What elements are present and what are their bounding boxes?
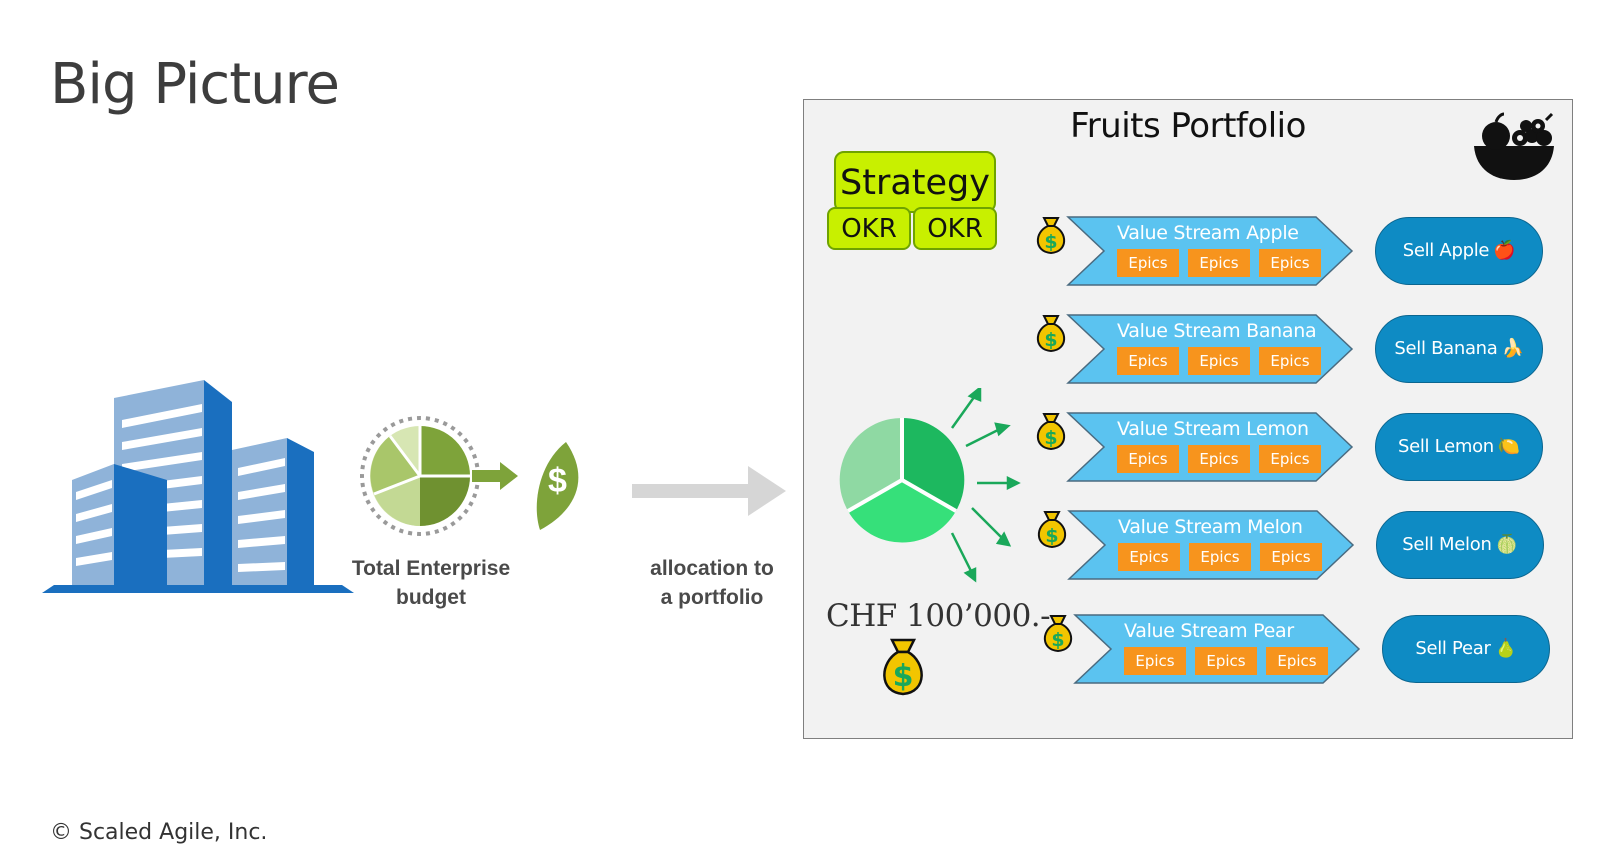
svg-text:$: $ [1051,629,1064,651]
epic-box-1: Epics [1117,347,1179,375]
sell-label: Sell Apple [1402,240,1490,261]
banana-icon: 🍌 [1501,338,1524,359]
okr-box-2: OKR [913,207,997,250]
epic-box-2: Epics [1188,347,1250,375]
allocation-caption: allocation to a portfolio [617,554,807,612]
sell-label: Sell Melon [1402,534,1492,555]
value-stream-title: Value Stream Apple [1117,222,1299,244]
sell-label: Sell Lemon [1397,436,1494,457]
budget-caption: Total Enterprise budget [331,554,531,612]
svg-text:$: $ [893,659,914,694]
dollar-leaf-icon [536,442,579,530]
epic-box-2: Epics [1189,543,1251,571]
epic-box-1: Epics [1117,249,1179,277]
portfolio-budget-amount: CHF 100’000.- [826,598,1051,634]
value-stream-title: Value Stream Melon [1118,516,1303,538]
pear-icon: 🍐 [1494,638,1517,659]
strategy-box: Strategy [834,151,996,213]
money-bag-icon: $ [883,638,923,696]
epic-box-3: Epics [1259,347,1321,375]
office-building-icon [42,380,354,593]
epic-box-2: Epics [1188,249,1250,277]
sell-pear-button: Sell Pear🍐 [1382,615,1550,683]
svg-text:$: $ [1044,329,1057,351]
svg-text:$: $ [1044,427,1057,449]
apple-icon: 🍎 [1493,240,1516,261]
melon-icon: 🍈 [1495,534,1518,555]
budget-caption-line2: budget [396,586,466,609]
svg-text:$: $ [1045,525,1058,547]
portfolio-title: Fruits Portfolio [1070,106,1306,146]
sell-banana-button: Sell Banana🍌 [1375,315,1543,383]
sell-lemon-button: Sell Lemon🍋 [1375,413,1543,481]
allocation-arrow [632,466,786,516]
svg-text:$: $ [1044,231,1057,253]
sell-label: Sell Pear [1415,638,1491,659]
fruit-basket-icon [1474,112,1554,180]
value-stream-row-apple: $ Value Stream Apple Epics Epics Epics S… [1030,216,1570,288]
sell-label: Sell Banana [1394,338,1498,359]
small-money-bag-icon: $ [1036,413,1066,451]
allocation-caption-line2: a portfolio [660,586,764,609]
epic-box-2: Epics [1188,445,1250,473]
sell-apple-button: Sell Apple🍎 [1375,217,1543,285]
small-money-bag-icon: $ [1037,511,1067,549]
epic-box-3: Epics [1260,543,1322,571]
value-stream-row-banana: $ Value Stream Banana Epics Epics Epics … [1030,314,1570,386]
epic-box-1: Epics [1117,445,1179,473]
value-stream-title: Value Stream Pear [1124,620,1294,642]
epic-box-3: Epics [1259,249,1321,277]
epic-box-3: Epics [1259,445,1321,473]
okr-box-1: OKR [827,207,911,250]
small-money-bag-icon: $ [1043,615,1073,653]
value-stream-row-lemon: $ Value Stream Lemon Epics Epics Epics S… [1030,412,1570,484]
epic-box-1: Epics [1124,647,1186,675]
value-stream-row-pear: $ Value Stream Pear Epics Epics Epics Se… [1037,614,1577,686]
value-stream-title: Value Stream Banana [1117,320,1317,342]
small-money-bag-icon: $ [1036,217,1066,255]
budget-pie-icon [360,416,518,536]
portfolio-budget-pie [839,388,1021,583]
epic-box-3: Epics [1266,647,1328,675]
value-stream-row-melon: $ Value Stream Melon Epics Epics Epics S… [1031,510,1571,582]
page-title: Big Picture [50,52,340,117]
lemon-icon: 🍋 [1497,436,1521,457]
budget-caption-line1: Total Enterprise [351,557,511,580]
value-stream-title: Value Stream Lemon [1117,418,1309,440]
epic-box-2: Epics [1195,647,1257,675]
epic-box-1: Epics [1118,543,1180,571]
copyright-footer: © Scaled Agile, Inc. [50,820,268,845]
allocation-caption-line1: allocation to [650,557,774,580]
dollar-sign: $ [548,462,567,500]
sell-melon-button: Sell Melon🍈 [1376,511,1544,579]
small-money-bag-icon: $ [1036,315,1066,353]
